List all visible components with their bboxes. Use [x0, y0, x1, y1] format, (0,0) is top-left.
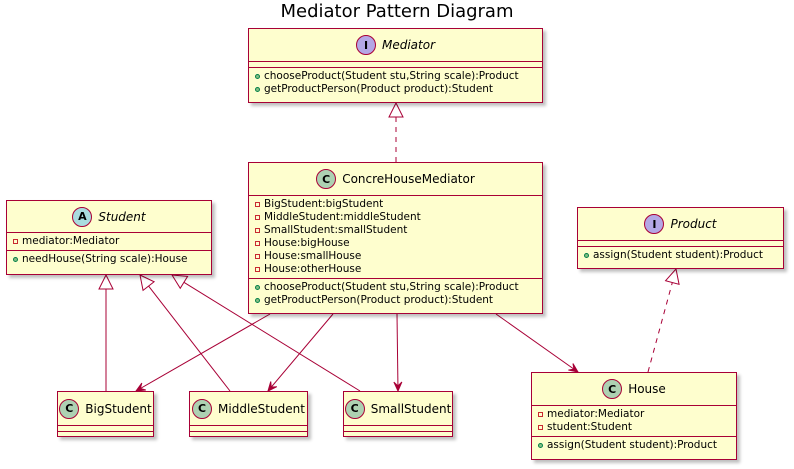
- methods-section: assign(Student student):Product: [578, 246, 783, 264]
- method-row: getProductPerson(Product product):Studen…: [255, 294, 542, 307]
- private-marker-icon: [255, 202, 260, 207]
- generalization-middle-to-student-line: [148, 285, 231, 392]
- field-row: House:bigHouse: [255, 237, 542, 250]
- field-row: House:otherHouse: [255, 263, 542, 276]
- class-box-house[interactable]: C House mediator:Mediator student:Studen…: [531, 372, 737, 460]
- class-box-small-student[interactable]: C SmallStudent: [343, 391, 453, 437]
- fields-section: [190, 425, 307, 431]
- public-marker-icon: [255, 298, 260, 303]
- class-badge-icon: C: [192, 398, 213, 419]
- fields-section: [249, 61, 542, 67]
- class-name: MiddleStudent: [218, 401, 305, 416]
- fields-section: [344, 425, 452, 431]
- association-concre-to-big-line: [135, 313, 271, 392]
- private-marker-icon: [538, 425, 543, 430]
- field-row: BigStudent:bigStudent: [255, 198, 542, 211]
- method-row: assign(Student student):Product: [538, 439, 736, 452]
- abstract-badge-icon: A: [72, 206, 93, 227]
- private-marker-icon: [538, 412, 543, 417]
- class-header: C BigStudent: [58, 392, 153, 425]
- class-badge-icon: C: [344, 398, 365, 419]
- class-name: Product: [670, 217, 717, 231]
- generalization-small-to-student-line: [183, 281, 361, 392]
- generalization-small-to-student-arrowhead: [171, 274, 189, 290]
- realization-house-to-product-arrowhead: [664, 267, 680, 286]
- field-row: SmallStudent:smallStudent: [255, 224, 542, 237]
- fields-section: [578, 240, 783, 246]
- interface-badge-icon: I: [644, 214, 665, 234]
- class-name: House: [628, 382, 666, 396]
- public-marker-icon: [584, 253, 589, 258]
- class-box-concre-house-mediator[interactable]: C ConcreHouseMediator BigStudent:bigStud…: [248, 162, 543, 314]
- method-row: chooseProduct(Student stu,String scale):…: [255, 281, 542, 294]
- field-row: mediator:Mediator: [538, 408, 736, 421]
- realization-house-to-product-line: [647, 282, 673, 373]
- class-header: A Student: [7, 201, 211, 232]
- association-concre-to-house-arrowhead: [568, 363, 580, 373]
- private-marker-icon: [255, 215, 260, 220]
- fields-section: [58, 425, 153, 431]
- public-marker-icon: [255, 87, 260, 92]
- fields-section: mediator:Mediator student:Student: [532, 405, 736, 436]
- class-name: BigStudent: [85, 401, 152, 416]
- field-row: mediator:Mediator: [13, 235, 211, 248]
- class-box-product[interactable]: I Product assign(Student student):Produc…: [577, 207, 784, 269]
- realization-concre-to-mediator-arrowhead: [388, 101, 404, 118]
- private-marker-icon: [13, 239, 18, 244]
- class-header: C House: [532, 373, 736, 405]
- methods-section: needHouse(String scale):House: [7, 250, 211, 268]
- class-box-big-student[interactable]: C BigStudent: [57, 391, 154, 437]
- public-marker-icon: [13, 257, 18, 262]
- class-badge-icon: C: [316, 169, 337, 189]
- method-row: getProductPerson(Product product):Studen…: [255, 83, 542, 96]
- methods-section: [344, 431, 452, 437]
- class-badge-icon: C: [602, 379, 623, 399]
- methods-section: [58, 431, 153, 437]
- methods-section: chooseProduct(Student stu,String scale):…: [249, 278, 542, 309]
- private-marker-icon: [255, 267, 260, 272]
- class-header: C SmallStudent: [344, 392, 452, 425]
- public-marker-icon: [255, 74, 260, 79]
- methods-section: assign(Student student):Product: [532, 436, 736, 454]
- fields-section: mediator:Mediator: [7, 232, 211, 250]
- class-header: C ConcreHouseMediator: [249, 163, 542, 195]
- class-name: Mediator: [381, 38, 436, 52]
- methods-section: chooseProduct(Student stu,String scale):…: [249, 67, 542, 98]
- private-marker-icon: [255, 254, 260, 259]
- field-row: House:smallHouse: [255, 250, 542, 263]
- association-concre-to-middle-arrowhead: [267, 381, 278, 392]
- field-row: student:Student: [538, 421, 736, 434]
- private-marker-icon: [255, 241, 260, 246]
- interface-badge-icon: I: [355, 35, 376, 55]
- association-concre-to-small-arrowhead: [393, 381, 403, 393]
- class-header: C MiddleStudent: [190, 392, 307, 425]
- class-name: Student: [98, 209, 146, 224]
- method-row: needHouse(String scale):House: [13, 253, 211, 266]
- methods-section: [190, 431, 307, 437]
- generalization-big-to-student-arrowhead: [98, 273, 114, 290]
- fields-section: BigStudent:bigStudent MiddleStudent:midd…: [249, 195, 542, 278]
- method-row: assign(Student student):Product: [584, 249, 783, 262]
- generalization-middle-to-student-arrowhead: [139, 274, 156, 292]
- class-name: ConcreHouseMediator: [342, 172, 475, 186]
- class-badge-icon: C: [59, 398, 80, 419]
- method-row: chooseProduct(Student stu,String scale):…: [255, 70, 542, 83]
- association-concre-to-big-arrowhead: [134, 382, 146, 392]
- association-concre-to-middle-line: [267, 313, 334, 392]
- association-concre-to-house-line: [495, 313, 579, 373]
- public-marker-icon: [255, 285, 260, 290]
- class-header: I Mediator: [249, 29, 542, 61]
- association-concre-to-small-line: [396, 313, 399, 392]
- public-marker-icon: [538, 443, 543, 448]
- class-box-mediator[interactable]: I Mediator chooseProduct(Student stu,Str…: [248, 28, 543, 103]
- class-name: SmallStudent: [370, 401, 452, 416]
- diagram-title: Mediator Pattern Diagram: [280, 1, 514, 22]
- class-header: I Product: [578, 208, 783, 240]
- field-row: MiddleStudent:middleStudent: [255, 211, 542, 224]
- private-marker-icon: [255, 228, 260, 233]
- class-box-student[interactable]: A Student mediator:Mediator needHouse(St…: [6, 200, 212, 275]
- class-box-middle-student[interactable]: C MiddleStudent: [189, 391, 308, 437]
